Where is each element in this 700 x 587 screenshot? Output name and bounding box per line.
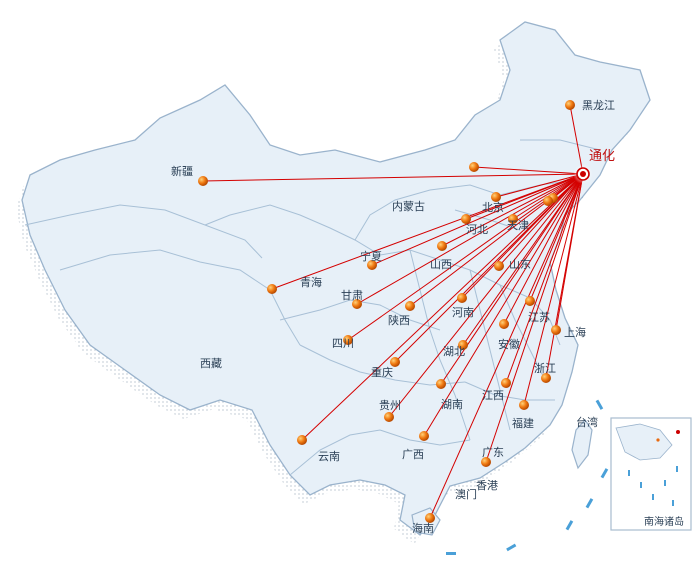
province-label: 重庆	[371, 365, 393, 379]
destination-marker[interactable]	[491, 192, 501, 202]
destination-marker[interactable]	[457, 293, 467, 303]
province-label: 湖北	[443, 345, 465, 358]
inset-label: 南海诸岛	[644, 515, 684, 528]
south-china-sea-inset: 南海诸岛	[610, 417, 692, 531]
destination-marker[interactable]	[267, 284, 277, 294]
route-line	[462, 173, 584, 346]
destination-marker[interactable]	[519, 400, 529, 410]
route-line	[423, 173, 584, 437]
route-lines	[202, 104, 584, 519]
destination-marker[interactable]	[297, 435, 307, 445]
route-line	[505, 173, 584, 384]
province-label: 安徽	[498, 337, 520, 351]
route-line	[545, 173, 584, 379]
sea-dashes	[446, 399, 609, 555]
hub-label: 通化	[589, 149, 615, 164]
region-label: 内蒙古	[392, 199, 425, 213]
route-line	[498, 173, 584, 267]
destination-marker[interactable]	[551, 325, 561, 335]
province-label: 山西	[430, 258, 452, 271]
province-label: 广西	[402, 448, 424, 461]
destination-marker[interactable]	[425, 513, 435, 523]
province-label: 海南	[412, 521, 434, 535]
province-label: 云南	[318, 450, 340, 463]
hub-marker[interactable]	[573, 164, 593, 184]
route-line	[529, 173, 584, 302]
destination-marker[interactable]	[436, 379, 446, 389]
route-line	[271, 173, 584, 290]
destination-marker[interactable]	[437, 241, 447, 251]
destination-marker[interactable]	[419, 431, 429, 441]
route-line	[429, 173, 584, 519]
province-label: 青海	[300, 275, 322, 289]
destination-marker[interactable]	[343, 335, 353, 345]
route-line	[569, 104, 584, 175]
route-line	[485, 173, 584, 463]
province-label: 四川	[332, 337, 354, 350]
taiwan-island	[571, 419, 593, 470]
destination-marker[interactable]	[541, 373, 551, 383]
province-label: 广东	[482, 446, 504, 459]
route-line	[495, 173, 584, 198]
province-label: 北京	[482, 200, 504, 214]
province-label: 黑龙江	[582, 99, 615, 112]
province-label: 陕西	[388, 313, 410, 327]
province-label: 河南	[452, 306, 474, 319]
province-label: 湖南	[441, 398, 463, 411]
region-label: 香港	[476, 479, 498, 492]
destination-marker[interactable]	[525, 296, 535, 306]
province-label: 山东	[509, 258, 531, 271]
destination-marker[interactable]	[481, 457, 491, 467]
province-label: 贵州	[379, 399, 401, 412]
destination-marker[interactable]	[501, 378, 511, 388]
route-line	[371, 173, 584, 266]
province-label: 江苏	[528, 311, 550, 324]
route-line	[356, 173, 584, 305]
province-label: 河北	[466, 223, 488, 236]
destination-marker[interactable]	[469, 162, 479, 172]
route-line	[301, 173, 584, 441]
destination-marker[interactable]	[367, 260, 377, 270]
route-line	[503, 173, 584, 325]
province-label: 甘肃	[341, 289, 363, 302]
route-line	[473, 166, 584, 175]
route-line	[523, 173, 584, 406]
mainland-china	[21, 21, 651, 536]
province-label: 浙江	[534, 362, 556, 375]
destination-marker[interactable]	[494, 261, 504, 271]
region-label: 台湾	[576, 415, 598, 429]
destination-marker[interactable]	[458, 340, 468, 350]
region-label: 西藏	[200, 357, 222, 370]
destination-marker[interactable]	[543, 196, 553, 206]
destination-marker[interactable]	[461, 214, 471, 224]
destination-marker[interactable]	[198, 176, 208, 186]
destination-marker[interactable]	[565, 100, 575, 110]
route-line	[441, 173, 584, 247]
province-label: 江西	[482, 389, 504, 402]
province-label: 宁夏	[360, 249, 382, 263]
destination-markers	[198, 100, 575, 523]
route-line	[388, 173, 584, 418]
province-label: 福建	[512, 416, 534, 430]
province-label: 天津	[507, 219, 529, 232]
destination-marker[interactable]	[390, 357, 400, 367]
province-label: 新疆	[171, 164, 193, 178]
destination-marker[interactable]	[405, 301, 415, 311]
province-label: 上海	[564, 325, 586, 339]
destination-marker[interactable]	[499, 319, 509, 329]
route-line	[394, 173, 584, 363]
region-label: 澳门	[455, 487, 477, 501]
route-line	[202, 173, 584, 182]
destination-marker[interactable]	[508, 214, 518, 224]
destination-marker[interactable]	[384, 412, 394, 422]
destination-marker[interactable]	[352, 299, 362, 309]
